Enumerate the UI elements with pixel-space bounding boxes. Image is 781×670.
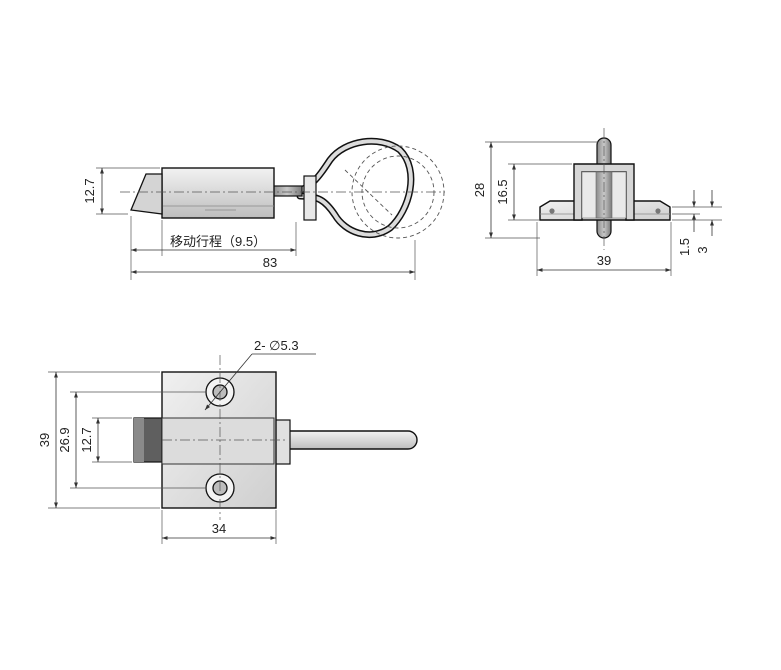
hole-spacing-dimension: 26.9 xyxy=(57,427,72,452)
plate-thickness-dimension: 1.5 xyxy=(677,238,692,256)
top-total-height-dimension: 39 xyxy=(37,433,52,447)
bolt-tip xyxy=(130,173,163,215)
travel-dimension: 移动行程（9.5） xyxy=(170,234,266,249)
end-height-dimension: 28 xyxy=(472,183,487,197)
end-width-dimension: 39 xyxy=(597,253,611,268)
side-view: 12.7 移动行程（9.5） 83 xyxy=(82,137,445,280)
pin-rod xyxy=(271,185,303,197)
end-view: 28 16.5 39 1.5 3 xyxy=(472,128,722,276)
side-length-dimension: 83 xyxy=(263,255,277,270)
hole-callout: 2- ∅5.3 xyxy=(254,338,299,353)
top-view: 2- ∅5.3 39 26.9 12.7 34 xyxy=(37,338,418,544)
top-bolt-dimension: 12.7 xyxy=(79,427,94,452)
latch-body xyxy=(161,167,275,219)
handle-rod xyxy=(287,430,418,450)
plate-offset-dimension: 3 xyxy=(695,246,710,253)
end-body-height-dimension: 16.5 xyxy=(495,179,510,204)
side-height-dimension: 12.7 xyxy=(82,178,97,203)
top-width-dimension: 34 xyxy=(212,521,226,536)
